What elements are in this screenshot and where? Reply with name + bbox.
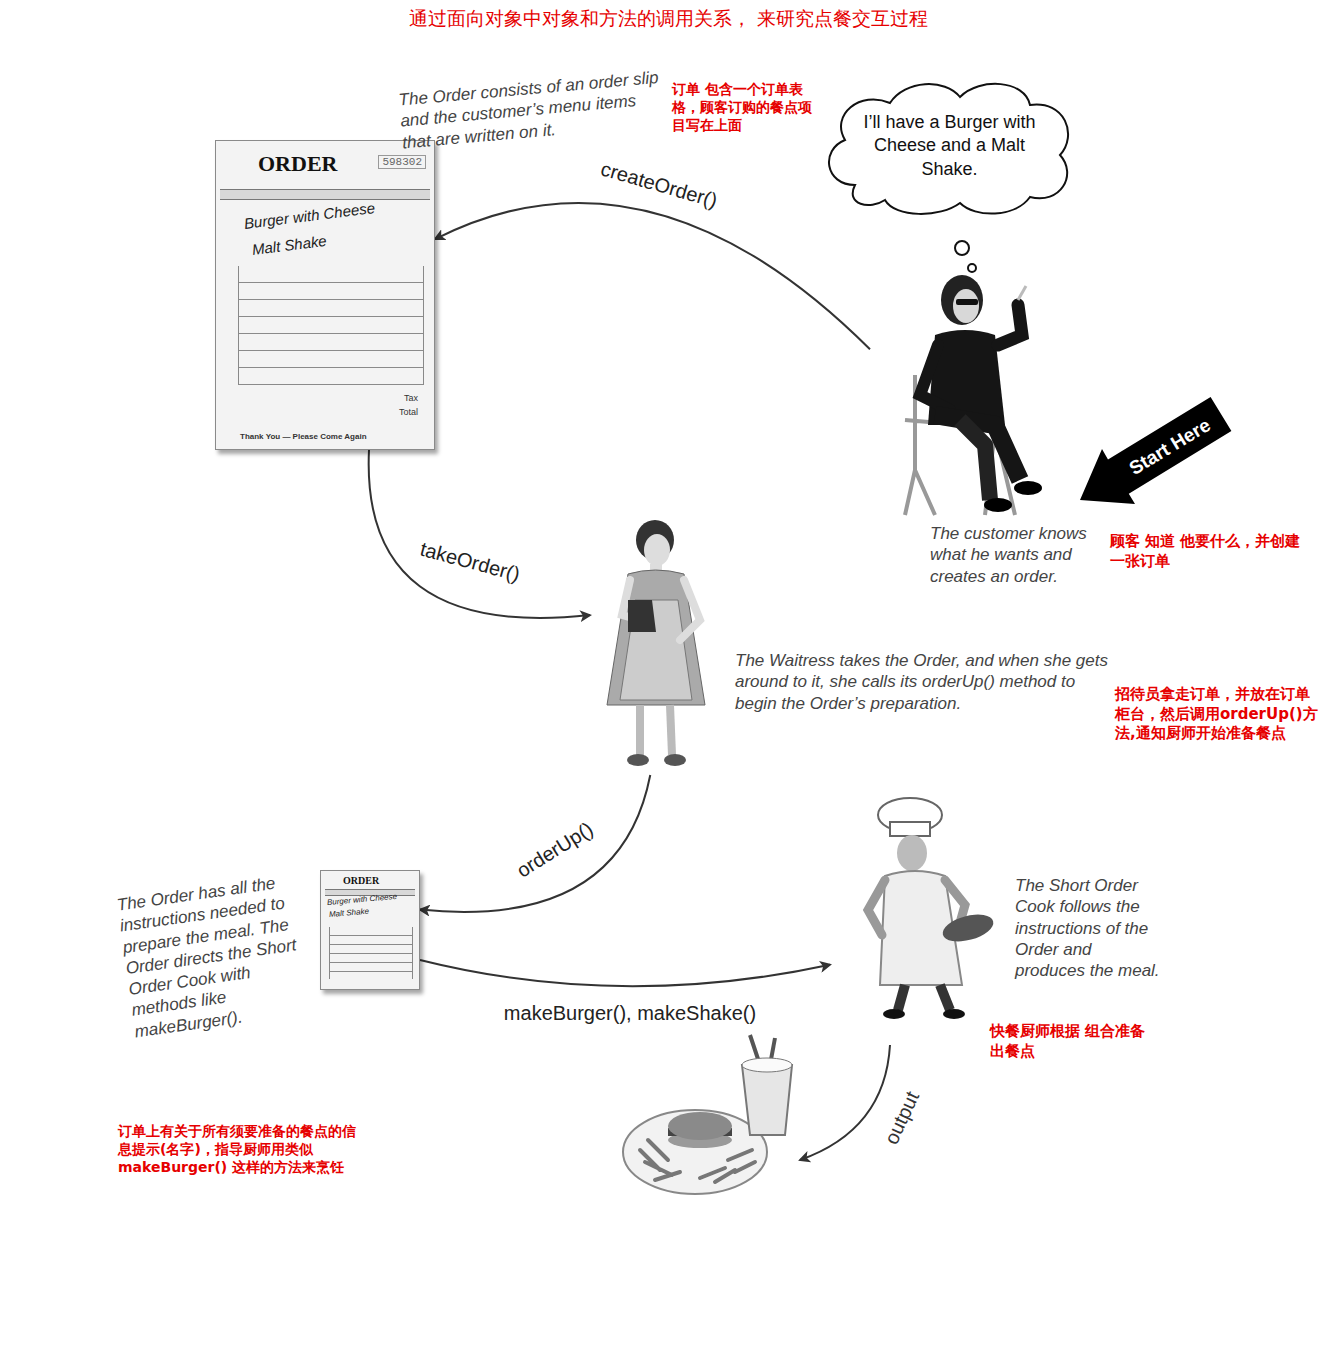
caption-label: The Order has all the instructions neede… (116, 871, 310, 1043)
caption-label: The Order consists of an order slip and … (398, 67, 668, 154)
cook-figure (868, 798, 996, 1019)
output-arrow (800, 1045, 890, 1160)
connector (435, 203, 870, 349)
edge-label: orderUp() (510, 816, 600, 884)
waitress-figure (607, 520, 705, 766)
order-slip: ORDERBurger with CheeseMalt Shake (320, 870, 420, 990)
customer-figure (905, 275, 1042, 515)
node-text: Malt Shake (251, 232, 328, 258)
connector (420, 960, 830, 986)
caption-label: 订单上有关于所有须要准备的餐点的信息提示(名字)，指导厨师用类似 makeBur… (118, 1122, 358, 1177)
thought-dot (955, 241, 969, 255)
node-text: ORDER (343, 875, 379, 886)
thought-dot (968, 264, 976, 272)
caption-label: 订单 包含一个订单表格，顾客订购的餐点项目写在上面 (672, 80, 812, 135)
node-text: 顾客 知道 他要什么，并创建一张订单 (1110, 532, 1315, 571)
figure-node: The Short Order Cook follows the instruc… (830, 800, 1170, 1070)
node-text: 快餐厨师根据 组合准备出餐点 (990, 1022, 1150, 1061)
edge-label: makeBurger(), makeShake() (501, 1002, 759, 1025)
node-text: 招待员拿走订单，并放在订单柜台，然后调用orderUp()方法,通知厨师开始准备… (1115, 685, 1320, 744)
caption-label: output (880, 1088, 924, 1148)
figure-node: The customer knows what he wants and cre… (870, 280, 1325, 610)
node-text: Thank You — Please Come Again (240, 432, 367, 441)
node-text: The Short Order Cook follows the instruc… (1015, 875, 1165, 981)
node-text: Malt Shake (329, 907, 370, 919)
node-text: Total (399, 407, 418, 417)
edge-label: takeOrder() (415, 537, 526, 587)
node-text: The customer knows what he wants and cre… (930, 523, 1105, 587)
thought-cloud: I’ll have a Burger with Cheese and a Mal… (815, 75, 1080, 220)
slip-ruled-lines (329, 927, 413, 979)
node-text: The Waitress takes the Order, and when s… (735, 650, 1110, 714)
node-text: ORDER (258, 151, 337, 177)
start-arrow (1080, 397, 1231, 504)
slip-header-band (220, 189, 430, 200)
node-text: 598302 (378, 155, 426, 169)
node-text: I’ll have a Burger with Cheese and a Mal… (857, 111, 1042, 181)
connector (420, 775, 650, 912)
connector (369, 450, 590, 618)
cloud-shape (829, 84, 1068, 214)
node-text: Tax (404, 393, 418, 403)
title: 通过面向对象中对象和方法的调用关系， 来研究点餐交互过程 (0, 6, 1337, 32)
meal-picture (623, 1035, 792, 1194)
order-slip: ORDER 598302Burger with CheeseMalt ShakeT… (215, 140, 435, 450)
figure-node: The Waitress takes the Order, and when s… (590, 515, 1325, 775)
slip-ruled-lines (238, 266, 424, 385)
node-text: Burger with Cheese (243, 199, 376, 232)
